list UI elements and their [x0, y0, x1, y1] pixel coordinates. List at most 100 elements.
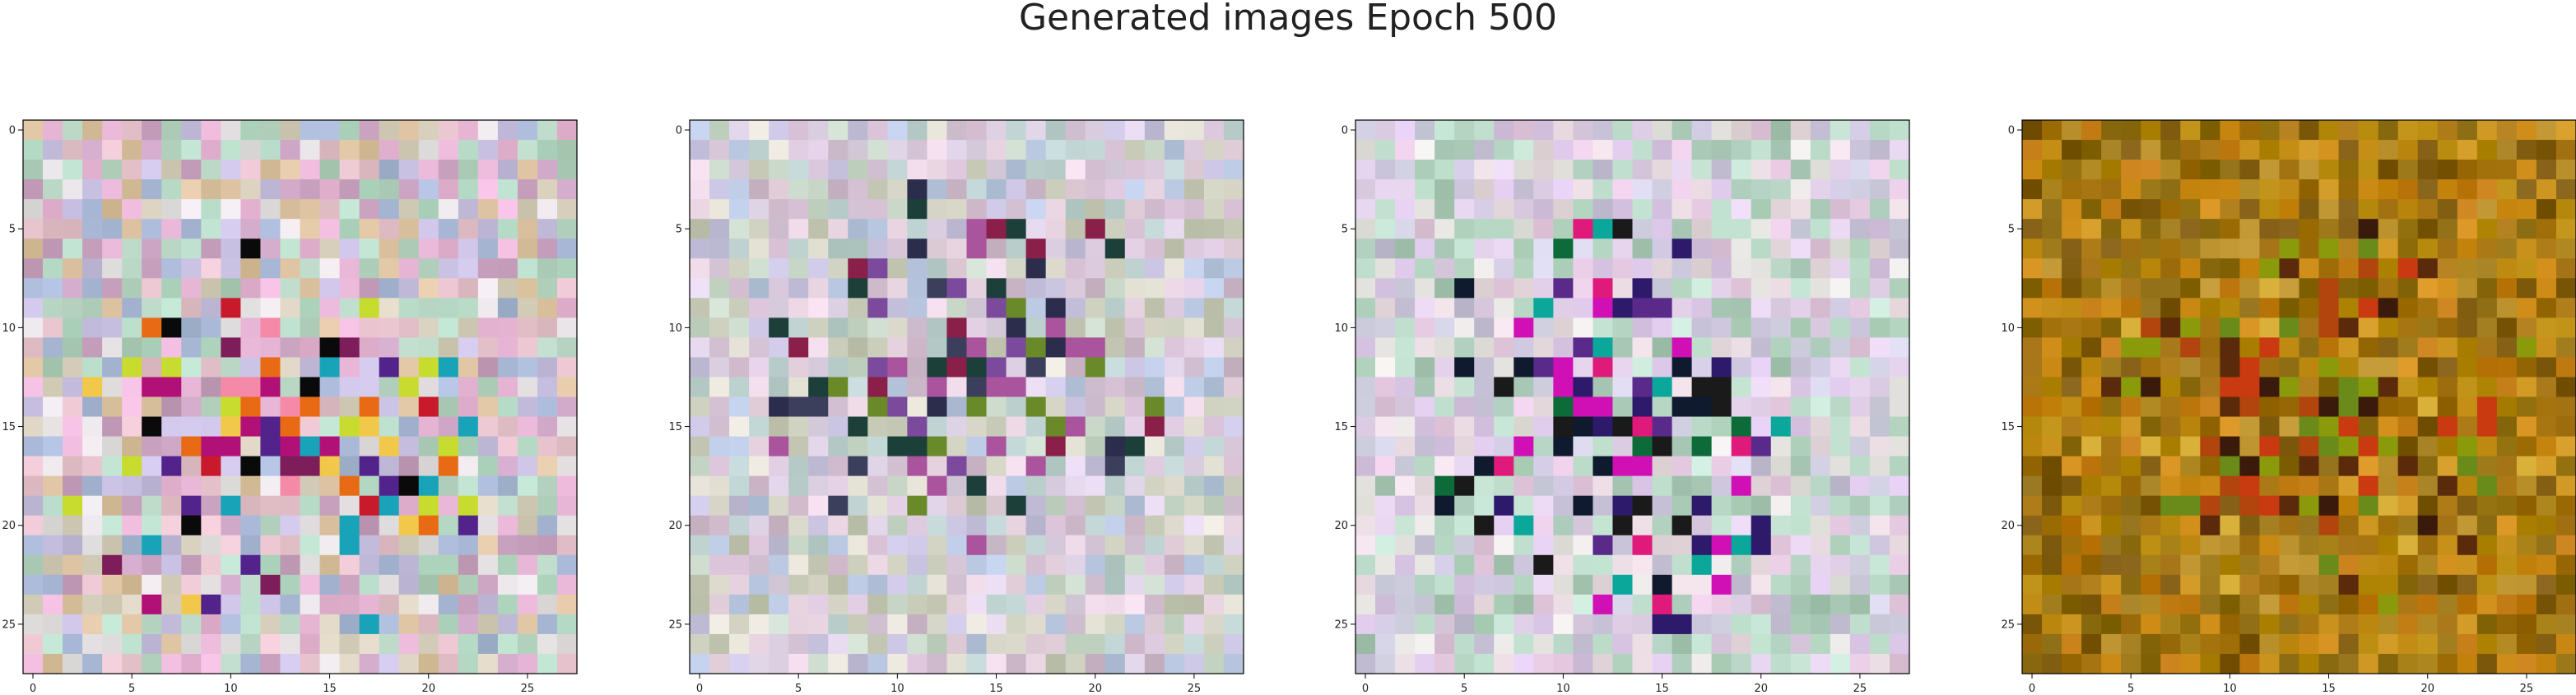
- pixel-cell: [477, 258, 499, 279]
- pixel-cell: [2180, 475, 2201, 497]
- pixel-cell: [458, 456, 479, 477]
- pixel-cell: [1573, 436, 1594, 457]
- pixel-cell: [2318, 120, 2340, 141]
- pixel-cell: [161, 495, 182, 517]
- pixel-cell: [966, 199, 988, 220]
- pixel-cell: [1006, 140, 1027, 160]
- pixel-cell: [2259, 436, 2281, 457]
- pixel-cell: [1533, 594, 1554, 615]
- pixel-cell: [2457, 377, 2478, 398]
- pixel-cell: [379, 317, 400, 338]
- x-tick-label: 25: [521, 683, 535, 695]
- pixel-cell: [2101, 436, 2122, 457]
- pixel-cell: [2338, 258, 2360, 279]
- pixel-cell: [986, 120, 1007, 141]
- pixel-cell: [181, 258, 202, 279]
- pixel-cell: [1672, 535, 1693, 556]
- pixel-cell: [1045, 377, 1067, 398]
- pixel-cell: [788, 653, 809, 674]
- pixel-cell: [1770, 554, 1792, 576]
- pixel-cell: [537, 495, 558, 517]
- pixel-cell: [339, 515, 360, 536]
- pixel-cell: [729, 653, 750, 674]
- pixel-cell: [2378, 594, 2399, 615]
- pixel-cell: [497, 495, 518, 517]
- pixel-cell: [201, 416, 221, 438]
- pixel-cell: [1124, 199, 1146, 220]
- pixel-cell: [907, 317, 928, 338]
- pixel-cell: [240, 554, 262, 576]
- pixel-cell: [379, 554, 400, 576]
- pixel-cell: [867, 140, 888, 160]
- pixel-cell: [1045, 495, 1067, 517]
- pixel-cell: [1632, 140, 1653, 160]
- pixel-cell: [828, 535, 849, 556]
- x-tick-label: 15: [323, 683, 337, 695]
- pixel-cell: [1454, 574, 1475, 595]
- pixel-cell: [769, 219, 789, 239]
- pixel-cell: [142, 416, 162, 438]
- pixel-cell: [1085, 436, 1106, 457]
- pixel-cell: [2239, 357, 2261, 378]
- pixel-cell: [398, 614, 420, 635]
- pixel-cell: [1454, 594, 1475, 615]
- pixel-cell: [2239, 199, 2261, 220]
- pixel-cell: [418, 179, 439, 200]
- pixel-cell: [729, 317, 750, 338]
- pixel-cell: [2022, 396, 2043, 418]
- pixel-cell: [2496, 416, 2518, 438]
- pixel-cell: [2180, 653, 2201, 674]
- pixel-cell: [1006, 199, 1027, 220]
- pixel-cell: [1711, 199, 1732, 220]
- pixel-cell: [2279, 298, 2300, 318]
- pixel-cell: [2457, 574, 2478, 595]
- pixel-cell: [2022, 653, 2043, 674]
- pixel-cell: [769, 515, 789, 536]
- pixel-cell: [2259, 574, 2281, 595]
- pixel-cell: [2279, 317, 2300, 338]
- pixel-cell: [1632, 199, 1653, 220]
- pixel-cell: [1415, 199, 1435, 220]
- pixel-cell: [319, 337, 341, 359]
- pixel-cell: [556, 239, 578, 259]
- pixel-cell: [418, 396, 439, 418]
- pixel-cell: [2220, 140, 2240, 160]
- pixel-cell: [2259, 377, 2281, 398]
- pixel-cell: [240, 317, 262, 338]
- pixel-cell: [1652, 317, 1673, 338]
- y-tick-label: 5: [9, 224, 16, 236]
- pixel-cell: [43, 357, 63, 378]
- pixel-cell: [1573, 278, 1594, 299]
- pixel-cell: [2338, 396, 2360, 418]
- pixel-cell: [1395, 278, 1416, 299]
- pixel-cell: [438, 614, 459, 635]
- pixel-cell: [438, 554, 459, 576]
- pixel-cell: [907, 515, 928, 536]
- pixel-cell: [769, 475, 789, 497]
- pixel-cell: [1652, 416, 1673, 438]
- pixel-cell: [497, 515, 518, 536]
- pixel-cell: [1711, 574, 1732, 595]
- pixel-cell: [1494, 653, 1514, 674]
- pixel-cell: [1672, 416, 1693, 438]
- pixel-cell: [2101, 515, 2122, 536]
- pixel-cell: [788, 337, 809, 359]
- pixel-cell: [1025, 396, 1047, 418]
- pixel-cell: [280, 495, 301, 517]
- pixel-cell: [161, 535, 182, 556]
- pixel-cell: [1612, 357, 1634, 378]
- pixel-cell: [1751, 515, 1772, 536]
- pixel-cell: [1183, 396, 1205, 418]
- pixel-cell: [181, 357, 202, 378]
- pixel-cell: [280, 278, 301, 299]
- pixel-cell: [1104, 396, 1126, 418]
- pixel-cell: [161, 120, 182, 141]
- pixel-cell: [300, 377, 321, 398]
- pixel-cell: [927, 219, 948, 239]
- pixel-cell: [537, 436, 558, 457]
- pixel-cell: [2338, 337, 2360, 359]
- pixel-cell: [2338, 456, 2360, 477]
- pixel-cell: [1223, 179, 1244, 200]
- pixel-cell: [1474, 120, 1495, 141]
- pixel-cell: [887, 278, 908, 299]
